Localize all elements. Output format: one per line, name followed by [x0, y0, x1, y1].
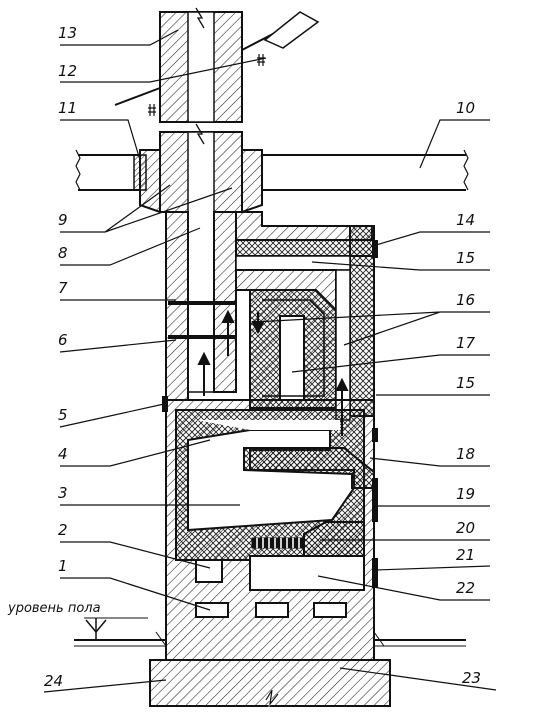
label-15-upper: 15: [456, 249, 475, 267]
chimney-top: [159, 7, 243, 123]
foundation: [149, 659, 391, 708]
label-11: 11: [58, 99, 77, 117]
label-22: 22: [456, 579, 475, 597]
label-14: 14: [456, 211, 475, 229]
stove-body: [162, 211, 378, 661]
leader-lines: [43, 29, 497, 693]
label-5: 5: [58, 406, 68, 424]
roof-slopes: [114, 11, 320, 116]
label-7: 7: [58, 279, 68, 297]
label-16: 16: [456, 291, 475, 309]
label-17: 17: [456, 334, 476, 352]
floor-level-label: уровень пола: [7, 601, 101, 616]
label-13: 13: [58, 24, 77, 42]
label-23: 23: [462, 669, 481, 687]
label-8: 8: [58, 244, 68, 262]
floor: [74, 617, 466, 647]
label-2: 2: [58, 521, 68, 539]
label-12: 12: [58, 62, 77, 80]
label-1: 1: [58, 557, 68, 575]
callout-labels: 13 12 11 10 9 8 14 15 7 16 6 17 15 5 4 1…: [7, 24, 481, 690]
label-21: 21: [456, 546, 475, 564]
label-10: 10: [456, 99, 475, 117]
label-9: 9: [58, 211, 68, 229]
label-18: 18: [456, 445, 475, 463]
ceiling-beam: [75, 149, 469, 191]
label-6: 6: [58, 331, 68, 349]
label-15-lower: 15: [456, 374, 475, 392]
label-24: 24: [44, 672, 63, 690]
label-20: 20: [456, 519, 475, 537]
label-4: 4: [58, 445, 68, 463]
label-19: 19: [456, 485, 475, 503]
label-3: 3: [58, 484, 68, 502]
